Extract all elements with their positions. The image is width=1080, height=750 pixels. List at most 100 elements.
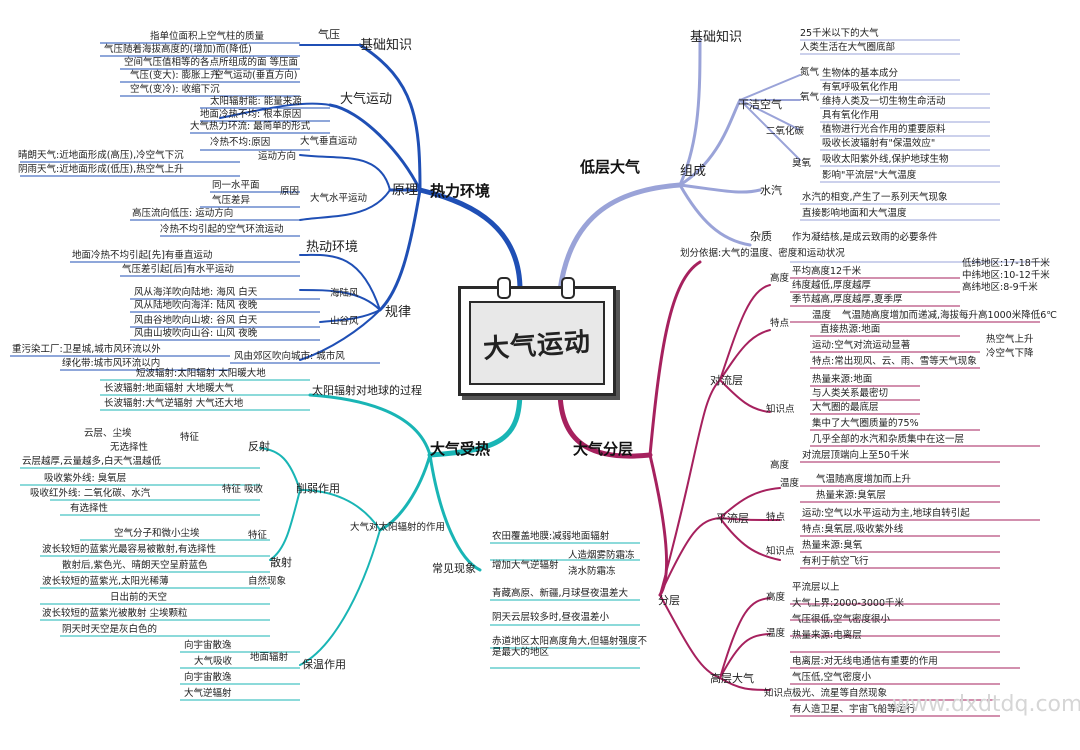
branch-label-reli: 热力环境 [430,182,491,200]
leaf-text: 地面冷热不均引起[先]有垂直运动 [72,250,213,261]
node-chengshi: 风由郊区吹向城市: 城市风 [234,351,345,362]
leaf-text: 吸收长波辐射有"保温效应" [822,138,936,149]
leaf-text: 无选择性 [110,442,149,453]
leaf-text: 波长较短的蓝紫光,太阳光稀薄 [42,576,169,587]
leaf-text: 有人造卫星、宇宙飞船等运行 [792,704,916,715]
leaf-text: 大气吸收 [194,656,233,667]
leaf-text: 几乎全部的水汽和杂质集中在这一层 [812,434,965,445]
leaf-text: 热量来源:电离层 [792,630,862,641]
leaf-text: 冷热不均引起的空气环流运动 [160,224,284,235]
leaf-text: 向宇宙散逸 [184,672,232,683]
node-haiqufeng: 海陆风 [330,288,359,299]
node-gaocengdaqi: 高层大气 [710,672,754,685]
leaf-text: 温度 [780,478,800,489]
leaf-text: 运动:空气对流运动显著 [812,340,911,351]
node-jichu: 基础知识 [360,38,413,53]
branch-label-daqifenceng: 大气分层 [573,440,634,458]
board-inner: 大气运动 [469,301,605,385]
node-relihuanjing: 热动环境 [306,240,359,255]
node-shuiqi: 水汽 [760,184,782,197]
leaf-text: 维持人类及一切生物生命活动 [822,96,946,107]
node-chuizhi: 大气垂直运动 [300,136,358,147]
leaf-text: 同一水平面 [212,180,260,191]
leaf-text: 吸收红外线: 二氧化碳、水汽 [30,488,151,499]
leaf-text: 自然现象 [248,576,287,587]
leaf-text: 气压差引起[后]有水平运动 [122,264,234,275]
leaf-text: 空气(变冷): 收缩下沉 [130,84,220,95]
leaf-text: 浇水防霜冻 [568,566,616,577]
node-dl-gaodu: 高度 [770,273,790,284]
leaf-text: 知识点 [764,688,793,699]
leaf-text: 热量来源:臭氧 [802,540,863,551]
leaf-text: 作为凝结核,是成云致雨的必要条件 [792,232,938,243]
leaf-text: 低纬地区:17-18千米 [962,258,1050,269]
leaf-text: 极光、流星等自然现象 [792,688,888,699]
leaf-text: 指单位面积上空气柱的质量 [150,31,265,42]
node-ruoruo: 削弱作用 [296,482,340,495]
leaf-text: 具有氧化作用 [822,110,880,121]
leaf-text: 风从陆地吹向海洋: 陆风 夜晚 [134,300,258,311]
leaf-text: 特征 吸收 [222,484,264,495]
leaf-text: 云层、尘埃 [84,428,132,439]
leaf-text: 青藏高原、新疆,月球昼夜温差大 [492,588,629,599]
leaf-text: 向宇宙散逸 [184,640,232,651]
leaf-text: 晴朗天气:近地面形成(高压),冷空气下沉 [18,150,184,161]
leaf-text: 冷热不均:原因 [210,137,271,148]
leaf-text: 太阳辐射能: 能量来源 [210,96,302,107]
node-yangqi: 氧气 [800,92,820,103]
node-guilv: 规律 [385,305,412,320]
board-ring-icon [561,277,575,299]
leaf-text: 气压(变大): 膨胀上升 [130,70,220,81]
leaf-huafen: 划分依据:大气的温度、密度和运动状况 [680,248,845,259]
leaf-text: 电离层:对无线电通信有重要的作用 [792,656,938,667]
leaf-text: 地面辐射 [250,652,289,663]
leaf-text: 运动方向 [258,151,297,162]
leaf-text: 大气热力环流: 最简单的形式 [190,121,311,132]
node-yuanli: 原理 [392,183,419,198]
leaf-text: 大气圈的最底层 [812,402,879,413]
leaf-text: 风从海洋吹向陆地: 海风 白天 [134,287,258,298]
leaf-text: 赤道地区太阳高度角大,但辐射强度不是最大的地区 [492,636,648,658]
leaf-text: 特点:臭氧层,吸收紫外线 [802,524,904,535]
leaf-text: 地面冷热不均: 根本原因 [200,109,302,120]
leaf-text: 高度 [766,592,786,603]
leaf-text: 与人类关系最密切 [812,388,889,399]
branch-label-daqishoure: 大气受热 [430,440,491,458]
node-ganjie: 干洁空气 [738,98,782,111]
leaf-text: 高度 [770,460,790,471]
leaf-text: 人造烟雾防霜冻 [568,550,635,561]
leaf-text: 阴天云层较多时,昼夜温差小 [492,612,610,623]
leaf-text: 波长较短的蓝紫光被散射 尘埃颗粒 [42,608,188,619]
leaf-text: 冷空气下降 [986,348,1034,359]
node-qiya: 气压 [318,28,340,41]
leaf-text: 温度 [766,628,786,639]
leaf-text: 绿化带:城市风环流以内 [62,358,161,369]
node-shuiping: 大气水平运动 [310,193,368,204]
node-eryang: 二氧化碳 [766,126,805,137]
leaf-text: 波长较短的蓝紫光最容易被散射,有选择性 [42,544,217,555]
leaf-text: 有氧呼吸氧化作用 [822,82,899,93]
leaf-text: 热空气上升 [986,334,1034,345]
node-xueruo: 大气对太阳辐射的作用 [350,522,446,533]
leaf-text: 特点:常出现风、云、雨、雪等天气现象 [812,356,977,367]
leaf-text: 影响"平流层"大气温度 [822,170,917,181]
leaf-text: 空气运动(垂直方向) [214,70,298,81]
branch-dicengdaqi-main [557,182,683,293]
leaf-text: 气压低,空气密度小 [792,672,872,683]
branch-daqishoure-main [427,387,523,458]
leaf-text: 人类生活在大气圈底部 [800,42,896,53]
leaf-text: 日出前的天空 [110,592,168,603]
node-daqiyundong: 大气运动 [340,92,393,107]
node-dl-zhishi: 知识点 [766,404,795,415]
leaf-text: 短波辐射:太阳辐射 太阳暖大地 [136,368,266,379]
leaf-text: 阴雨天气:近地面形成(低压),热空气上升 [18,164,184,175]
leaf-text: 气压随着海拔高度的(增加)而(降低) [104,44,252,55]
node-dl-tedian: 特点 [770,318,790,329]
leaf-text: 平均高度12千米 [792,266,862,277]
node-duiliuceng: 对流层 [710,374,743,387]
leaf-text: 气压很低,空气密度很小 [792,614,891,625]
node-jichuzhishi: 基础知识 [690,30,743,45]
leaf-text: 高纬地区:8-9千米 [962,282,1038,293]
leaf-text: 大气上界:2000-3000千米 [792,598,904,609]
